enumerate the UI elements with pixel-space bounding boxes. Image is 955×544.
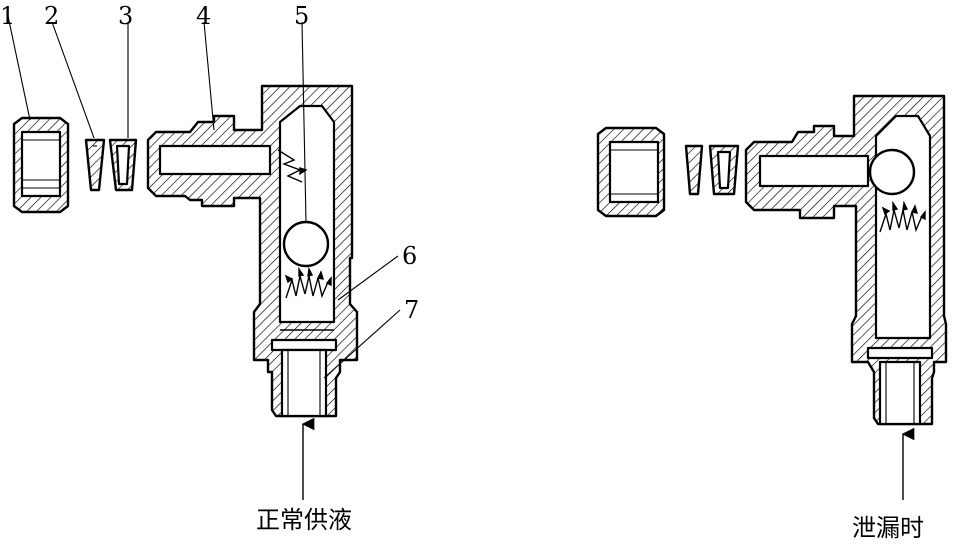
ball-right <box>868 148 916 196</box>
label-part-7: 7 <box>404 296 419 324</box>
nut-right <box>596 126 666 218</box>
ball-part-5 <box>282 220 330 268</box>
label-part-5: 5 <box>294 2 309 30</box>
label-part-4: 4 <box>196 2 211 30</box>
right-assembly <box>596 94 948 500</box>
caption-leak: 泄漏时 <box>852 514 924 542</box>
flow-arrows-right <box>879 200 926 233</box>
ferrule-right-1 <box>684 144 704 196</box>
label-part-3: 3 <box>118 2 133 30</box>
nut-part-1 <box>12 116 70 214</box>
label-part-2: 2 <box>44 2 59 30</box>
label-part-6: 6 <box>402 242 417 270</box>
label-part-1: 1 <box>0 2 15 30</box>
flow-arrows-left <box>284 266 332 299</box>
left-assembly <box>7 15 401 500</box>
valve-body-right <box>744 94 948 426</box>
ferrule-part-2 <box>84 138 106 192</box>
caption-normal-supply: 正常供液 <box>256 506 352 534</box>
ferrule-part-3 <box>108 138 138 192</box>
